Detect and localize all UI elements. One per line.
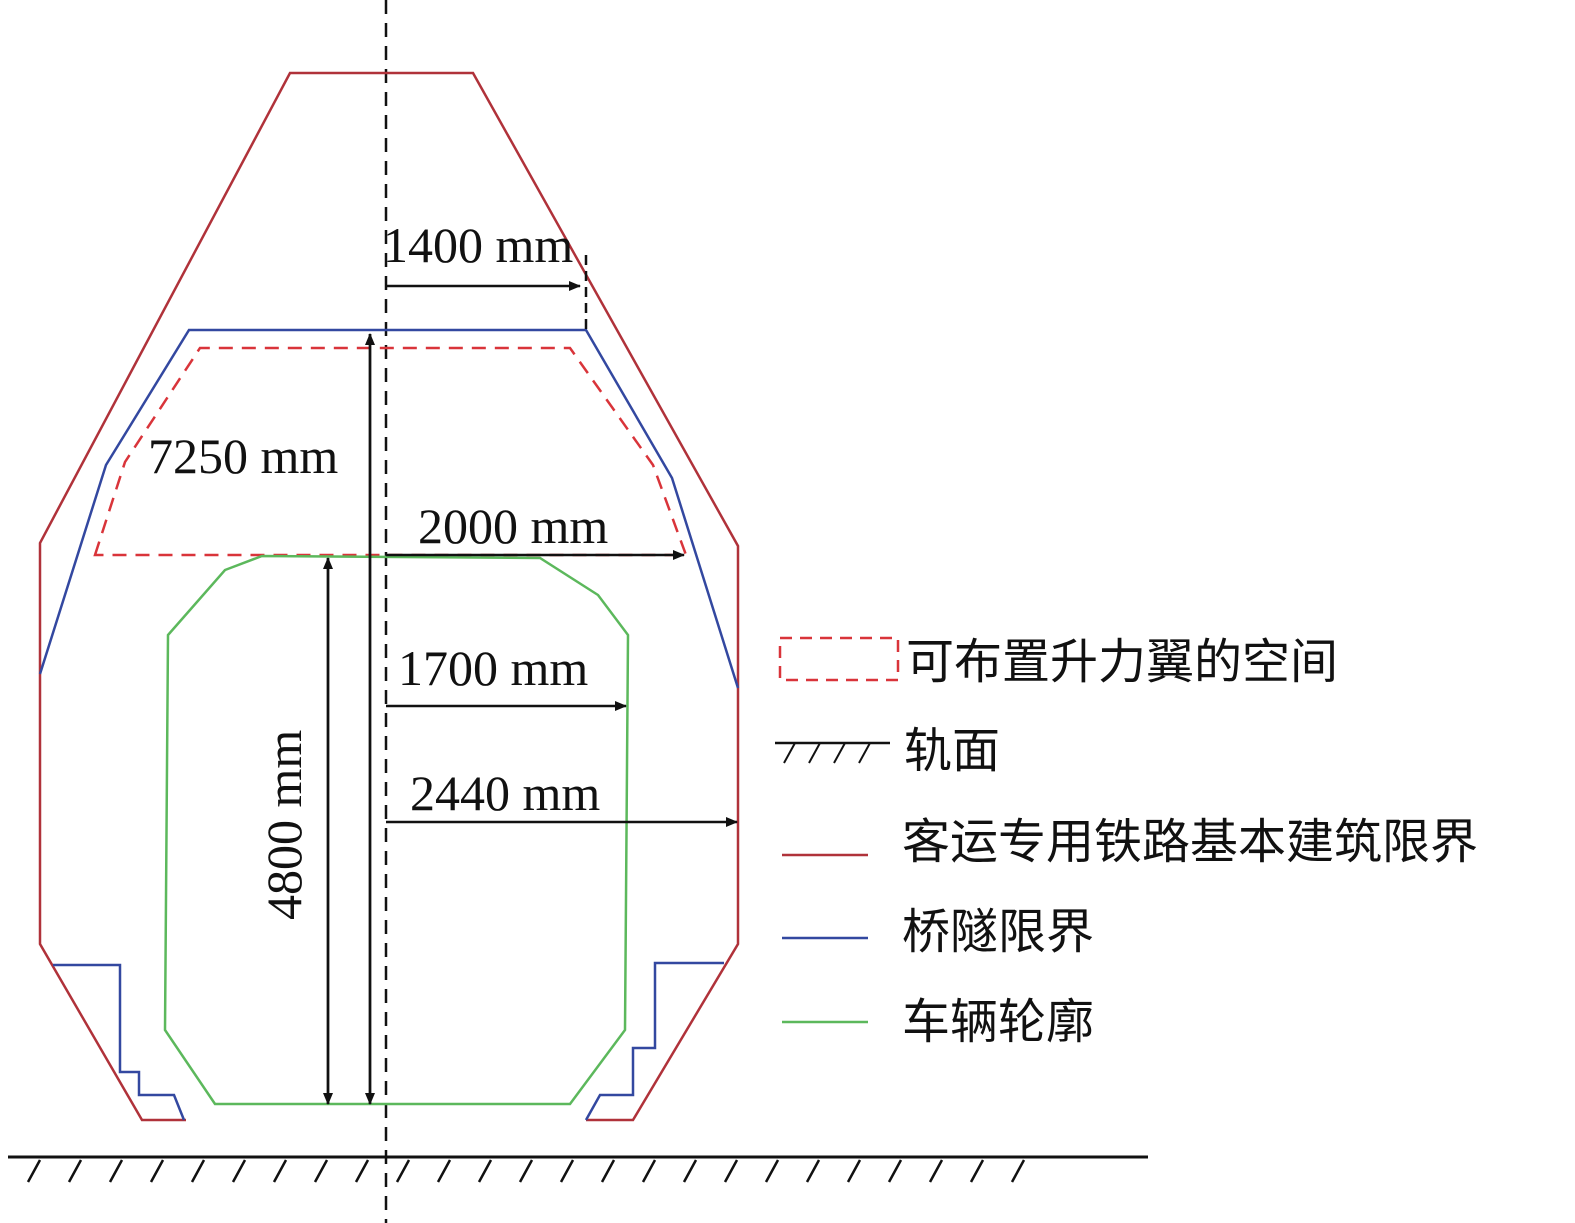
ground-hatch-mark [518, 1159, 534, 1183]
legend-label-bridge-tunnel-clearance: 桥隧限界 [902, 904, 1094, 960]
legend-label-lift-wing-space: 可布置升力翼的空间 [906, 634, 1338, 690]
legend-item-bridge-tunnel-clearance: 桥隧限界 [782, 904, 1094, 960]
legend-dashed-rect-swatch [778, 636, 900, 682]
dimension-1400: 1400 mm [383, 217, 588, 330]
basic-building-clearance-outline [38, 71, 740, 1122]
ground-hatch-mark [231, 1159, 247, 1183]
ground-hatch-mark [108, 1159, 124, 1183]
bridge-tunnel-clearance-outline [38, 328, 740, 689]
dimension-1400-label: 1400 mm [383, 217, 573, 273]
dimension-7250-label: 7250 mm [148, 428, 338, 484]
rail-surface [8, 1155, 1148, 1183]
ground-hatch-mark [969, 1159, 985, 1183]
ground-hatch-mark [313, 1159, 329, 1183]
vehicle-profile-outline [163, 554, 630, 1106]
ground-hatch-mark [1010, 1159, 1026, 1183]
ground-hatch-mark [805, 1159, 821, 1183]
ground-hatch-mark [436, 1159, 452, 1183]
ground-hatch-mark [682, 1159, 698, 1183]
ground-hatch-mark [395, 1159, 411, 1183]
ground-hatch-mark [149, 1159, 165, 1183]
legend-label-rail-surface: 轨面 [904, 723, 1000, 779]
dimension-2440: 2440 mm [386, 765, 738, 827]
legend-label-vehicle-profile: 车辆轮廓 [902, 994, 1094, 1050]
bridge-tunnel-clearance-lower-left [53, 963, 186, 1121]
ground-hatch-mark [354, 1159, 370, 1183]
ground-hatch-mark [723, 1159, 739, 1183]
legend-item-basic-clearance: 客运专用铁路基本建筑限界 [782, 814, 1478, 870]
dimension-2000-label: 2000 mm [418, 498, 608, 554]
ground-hatch-mark [846, 1159, 862, 1183]
dimension-1700-label: 1700 mm [398, 640, 588, 696]
ground-hatch-mark [600, 1159, 616, 1183]
ground-hatch-mark [26, 1159, 42, 1183]
legend-item-rail-surface: 轨面 [775, 723, 1000, 779]
ground-hatch-mark [887, 1159, 903, 1183]
ground-hatch-mark [928, 1159, 944, 1183]
legend-label-basic-clearance: 客运专用铁路基本建筑限界 [902, 814, 1478, 870]
dimension-7250: 7250 mm [148, 333, 375, 1105]
ground-hatch-mark [559, 1159, 575, 1183]
dimension-4800-label: 4800 mm [256, 730, 312, 920]
dimension-2000: 2000 mm [386, 498, 685, 560]
ground-hatch-mark [272, 1159, 288, 1183]
legend-item-vehicle-profile: 车辆轮廓 [782, 994, 1094, 1050]
legend-item-lift-wing-space: 可布置升力翼的空间 [778, 634, 1338, 690]
dimension-4800: 4800 mm [256, 557, 333, 1105]
ground-hatch-mark [477, 1159, 493, 1183]
lift-wing-space-outline [93, 346, 688, 557]
ground-hatch-mark [67, 1159, 83, 1183]
ground-hatch-mark [764, 1159, 780, 1183]
dimension-1700: 1700 mm [386, 640, 627, 711]
ground-hatch-mark [190, 1159, 206, 1183]
ground-hatch-mark [641, 1159, 657, 1183]
legend: 可布置升力翼的空间 轨面 客运专用铁路基本建筑限界 桥隧限界 车辆轮廓 [775, 634, 1478, 1050]
dimension-2440-label: 2440 mm [410, 765, 600, 821]
bridge-tunnel-clearance-lower-right [584, 961, 724, 1121]
